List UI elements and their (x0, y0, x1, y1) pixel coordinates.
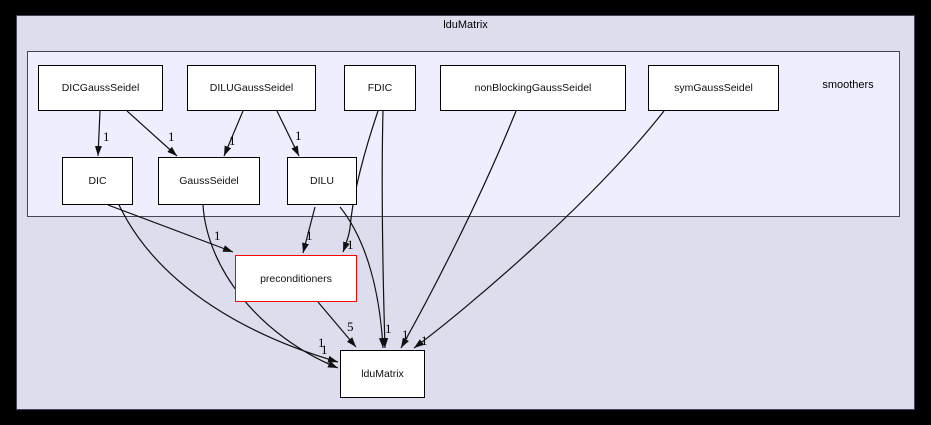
edge-label-dilugs-dilu: 1 (295, 128, 302, 143)
edge-label-dic-prec: 1 (214, 228, 221, 243)
node-dilugaussseidel[interactable]: DILUGaussSeidel (187, 65, 316, 111)
node-gaussseidel[interactable]: GaussSeidel (158, 157, 260, 205)
cluster-smoothers-label[interactable]: smoothers (822, 79, 874, 91)
edge-label-fdic-prec: 1 (347, 237, 354, 252)
edge-label-dilu-prec: 1 (306, 228, 313, 243)
edge-label-fdic-ldu: 1 (385, 321, 392, 336)
edge-label-dilugs-gs: 1 (229, 133, 236, 148)
edge-label-dic-ldu: 1 (318, 335, 325, 350)
edge-label-sym-ldu: 1 (421, 333, 428, 348)
edge-label-nonblocking-ldu: 1 (402, 327, 409, 342)
graph-title[interactable]: lduMatrix (443, 19, 488, 31)
edge-label-prec-ldu: 5 (347, 319, 354, 334)
node-dilu[interactable]: DILU (287, 157, 357, 205)
node-preconditioners[interactable]: preconditioners (235, 255, 357, 302)
edge-label-gs-ldu: 1 (321, 342, 328, 357)
node-fdic[interactable]: FDIC (344, 65, 416, 111)
node-nonblockinggaussseidel[interactable]: nonBlockingGaussSeidel (440, 65, 626, 111)
node-ldumatrix[interactable]: lduMatrix (340, 350, 425, 398)
node-symgaussseidel[interactable]: symGaussSeidel (648, 65, 779, 111)
edge-label-dicgs-gs: 1 (168, 129, 175, 144)
node-dic[interactable]: DIC (62, 157, 133, 205)
edge-label-dicgs-dic: 1 (103, 129, 110, 144)
node-dicgaussseidel[interactable]: DICGaussSeidel (38, 65, 163, 111)
